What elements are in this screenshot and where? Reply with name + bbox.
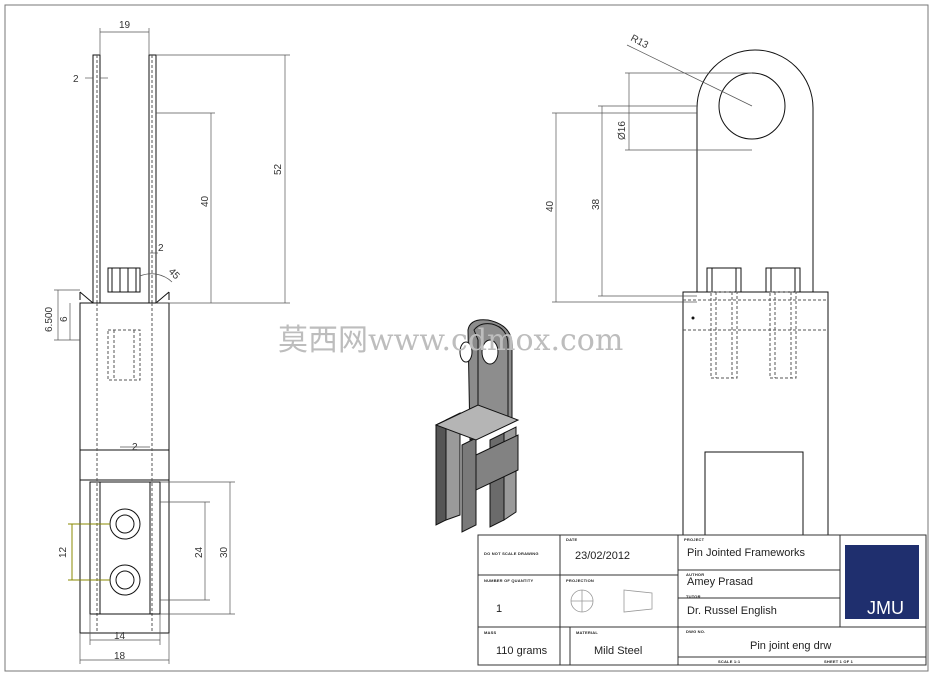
- dim-dia16: Ø16: [617, 121, 628, 140]
- material-label: MATERIAL: [576, 630, 598, 635]
- projection-label: PROJECTION: [566, 578, 594, 583]
- dim-2-low: 2: [132, 442, 138, 453]
- dim-12: 12: [58, 546, 69, 558]
- side-view-dim-labels: R13 Ø16 40 38: [545, 33, 650, 212]
- side-view-dimensions: [552, 44, 753, 303]
- dim-30: 30: [219, 546, 230, 558]
- sheet-border: [4, 4, 929, 672]
- dim-24: 24: [194, 546, 205, 558]
- tutor-value: Dr. Russel English: [687, 605, 777, 617]
- author-label: AUTHOR: [686, 572, 704, 577]
- mass-value: 110 grams: [496, 645, 548, 657]
- side-view: [682, 49, 829, 549]
- sheet-label: SHEET 1 OF 1: [824, 659, 854, 664]
- dim-2-mid: 2: [158, 243, 164, 254]
- projection-symbol: [570, 589, 653, 613]
- dim-40: 40: [200, 195, 211, 207]
- project-value: Pin Jointed Frameworks: [687, 547, 805, 559]
- dim-6: 6: [59, 316, 70, 322]
- quantity-label: NUMBER OF QUANTITY: [484, 578, 534, 583]
- dim-52: 52: [273, 163, 284, 175]
- project-label: PROJECT: [684, 537, 705, 542]
- dim-12-bracket: [68, 523, 110, 581]
- dim-40-side: 40: [545, 200, 556, 212]
- dim-45: 45: [166, 266, 182, 282]
- dim-18: 18: [114, 651, 126, 662]
- dim-6500: 6.500: [44, 307, 55, 332]
- dwg-value: Pin joint eng drw: [750, 640, 831, 652]
- mass-label: MASS: [484, 630, 496, 635]
- dim-38: 38: [591, 198, 602, 210]
- jmu-logo: [845, 545, 919, 619]
- date-value: 23/02/2012: [575, 550, 630, 562]
- front-view: [79, 54, 170, 634]
- front-view-dimensions: [54, 28, 290, 664]
- date-label: DATE: [566, 537, 578, 542]
- dim-14: 14: [114, 631, 126, 642]
- material-value: Mild Steel: [594, 645, 642, 657]
- drawing-label: DO NOT SCALE DRAWING: [484, 551, 539, 556]
- dim-r13: R13: [629, 33, 651, 52]
- dim-19: 19: [119, 20, 131, 31]
- watermark: 莫西网www.cdmox.com: [278, 323, 623, 358]
- author-value: Amey Prasad: [687, 576, 753, 588]
- tutor-label: TUTOR: [686, 594, 701, 599]
- dim-2-top: 2: [73, 74, 79, 85]
- jmu-logo-text: JMU: [867, 598, 904, 618]
- isometric-view: [434, 319, 520, 533]
- dwg-label: DWG NO.: [686, 629, 705, 634]
- quantity-value: 1: [496, 603, 502, 615]
- scale-label: SCALE 1:1: [718, 659, 741, 664]
